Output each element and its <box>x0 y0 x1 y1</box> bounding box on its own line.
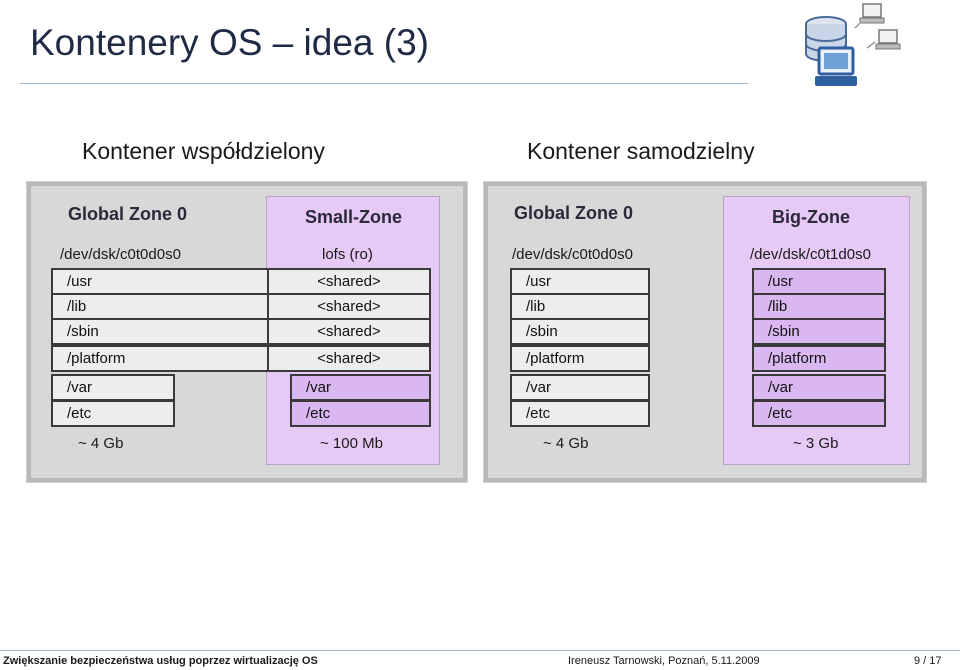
global-dir-row: /sbin <box>51 318 269 345</box>
big-zone-dir-row: /usr <box>752 268 886 295</box>
global-zone-title: Global Zone 0 <box>68 204 188 224</box>
small-computer-icon <box>854 3 901 50</box>
global-dir-row: /lib <box>510 293 650 320</box>
big-zone-dir-row: /etc <box>752 400 886 427</box>
global-zone-device: /dev/dsk/c0t0d0s0 <box>512 246 633 263</box>
title-divider <box>20 83 748 84</box>
global-zone-title: Global Zone 0 <box>514 203 634 223</box>
global-dir-row: /var <box>510 374 650 401</box>
big-zone-size: ~ 3 Gb <box>793 435 839 452</box>
big-zone-title: Big-Zone <box>772 207 850 227</box>
global-dir-row: /etc <box>51 400 175 427</box>
footer-author-date: Ireneusz Tarnowski, Poznań, 5.11.2009 <box>568 655 760 667</box>
big-zone-dir-row: /sbin <box>752 318 886 345</box>
global-zone-size: ~ 4 Gb <box>78 435 124 452</box>
heading-standalone-container: Kontener samodzielny <box>527 138 755 164</box>
small-zone-title: Small-Zone <box>305 207 403 227</box>
network-logo-icon <box>805 3 901 86</box>
global-zone-device: /dev/dsk/c0t0d0s0 <box>60 246 181 263</box>
small-zone-mount: lofs (ro) <box>322 246 373 263</box>
big-zone-dir-row: /var <box>752 374 886 401</box>
global-dir-row: /var <box>51 374 175 401</box>
global-dir-row: /platform <box>510 345 650 372</box>
heading-shared-container: Kontener współdzielony <box>82 138 325 164</box>
big-zone-device: /dev/dsk/c0t1d0s0 <box>750 246 871 263</box>
global-zone-size: ~ 4 Gb <box>543 435 589 452</box>
shared-dir-row: <shared> <box>267 268 431 295</box>
global-dir-row: /sbin <box>510 318 650 345</box>
global-dir-row: /etc <box>510 400 650 427</box>
shared-dir-row: <shared> <box>267 293 431 320</box>
shared-dir-row: <shared> <box>267 345 431 372</box>
big-zone-dir-row: /platform <box>752 345 886 372</box>
global-dir-row: /usr <box>510 268 650 295</box>
small-zone-dir-row: /var <box>290 374 431 401</box>
footer-presentation-title: Zwiększanie bezpieczeństwa usług poprzez… <box>3 655 318 667</box>
global-dir-row: /lib <box>51 293 269 320</box>
computer-icon <box>815 46 857 86</box>
slide-title: Kontenery OS – idea (3) <box>30 22 429 63</box>
big-zone-dir-row: /lib <box>752 293 886 320</box>
global-dir-row: /platform <box>51 345 269 372</box>
global-dir-row: /usr <box>51 268 269 295</box>
small-zone-size: ~ 100 Mb <box>320 435 383 452</box>
small-zone-dir-row: /etc <box>290 400 431 427</box>
page-number: 9 / 17 <box>914 655 942 667</box>
shared-dir-row: <shared> <box>267 318 431 345</box>
footer-divider <box>0 650 960 651</box>
